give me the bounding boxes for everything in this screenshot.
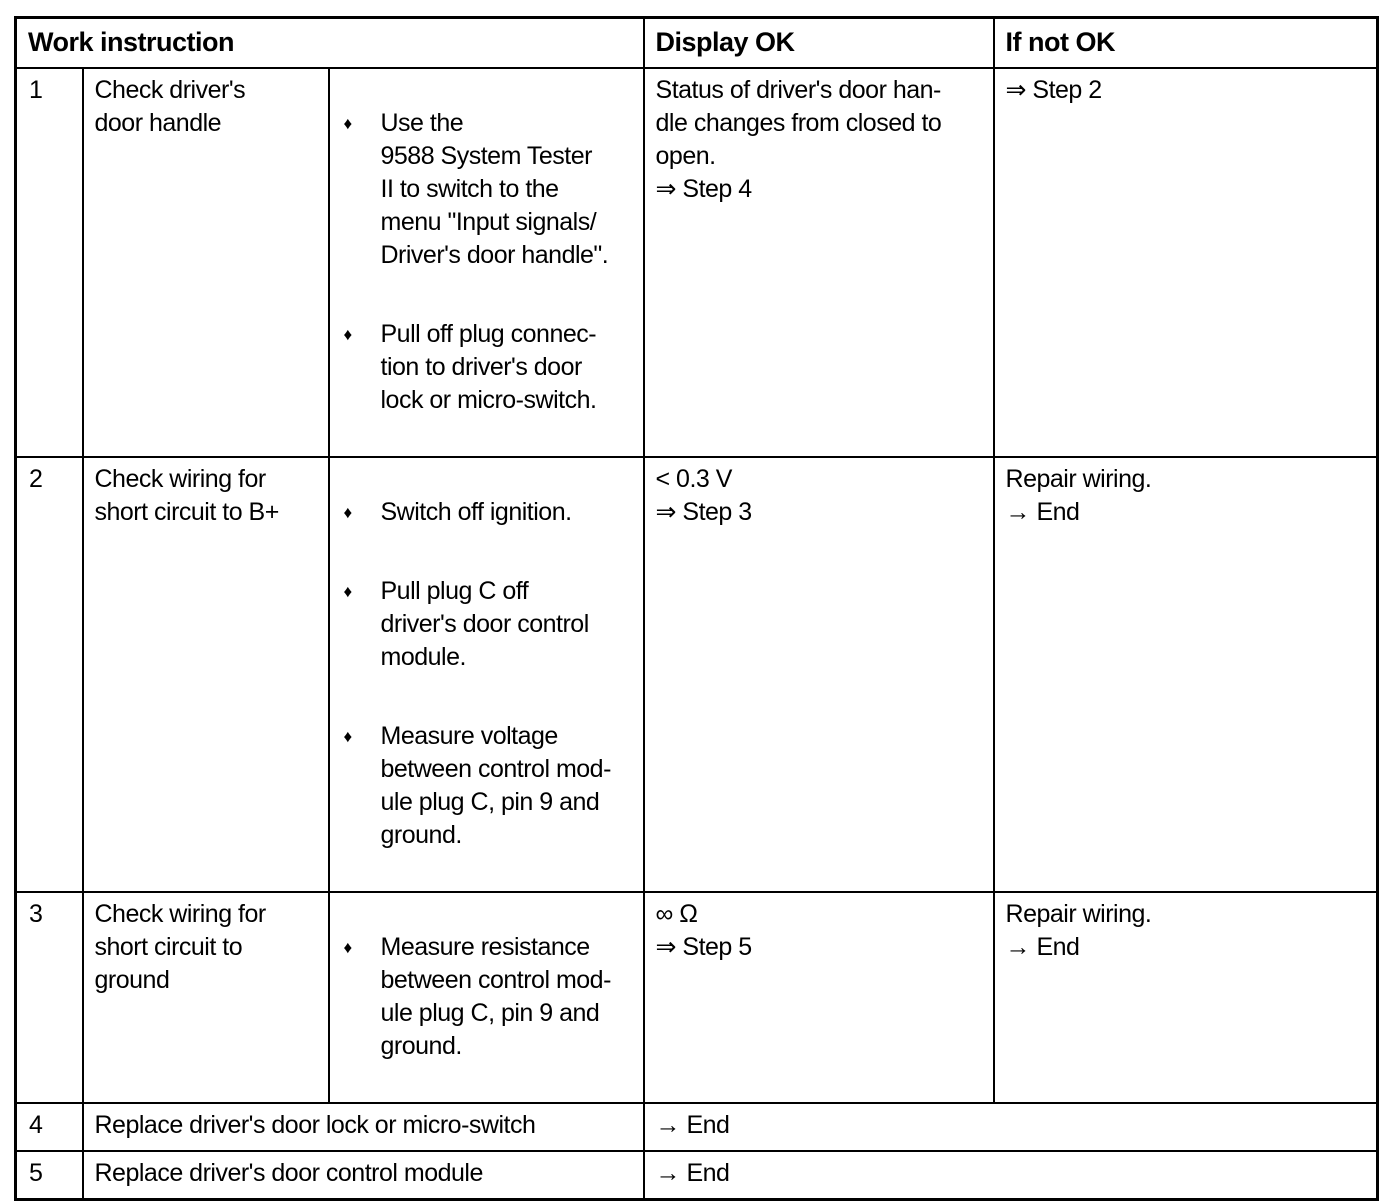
step-number-cell: 1 [14,67,84,458]
result-cell: → End [642,1102,1379,1152]
action-text: Use the 9588 System Tester II to switch … [380,109,609,269]
display-ok-cell: < 0.3 V ⇒ Step 3 [642,456,995,893]
table-row-step-1: 1 Check driver's door handle ♦ Use the 9… [14,67,1379,458]
actions-cell: ♦ Measure resistance between control mod… [327,891,645,1104]
table-row-step-2: 2 Check wiring for short circuit to B+ ♦… [14,456,1379,893]
replace-instruction-cell: Replace driver's door control module [81,1150,645,1200]
action-text: Pull off plug connec- tion to driver's d… [380,320,597,414]
step-number-cell: 2 [14,456,84,893]
action-item: ♦ Pull plug C off driver's door control … [344,575,637,674]
work-instruction-table: Work instruction Display OK If not OK 1 … [14,16,1380,1201]
action-item: ♦ Measure resistance between control mod… [344,931,637,1063]
actions-cell: ♦ Use the 9588 System Tester II to switc… [327,67,645,458]
document-page: Work instruction Display OK If not OK 1 … [14,16,1380,1201]
action-text: Switch off ignition. [380,498,573,526]
action-item: ♦ Pull off plug connec- tion to driver's… [344,318,637,417]
display-ok-cell: Status of driver's door han- dle changes… [642,67,995,458]
table-row-step-3: 3 Check wiring for short circuit to grou… [14,891,1379,1104]
table-row-step-5: 5 Replace driver's door control module →… [14,1150,1379,1200]
action-text: Measure voltage between control mod- ule… [380,722,612,849]
action-text: Pull plug C off driver's door control mo… [380,577,590,671]
header-display-ok: Display OK [642,16,995,69]
if-not-ok-cell: ⇒ Step 2 [992,67,1379,458]
diamond-bullet-icon: ♦ [343,727,353,746]
action-item: ♦ Use the 9588 System Tester II to switc… [344,107,637,272]
step-number-cell: 5 [14,1150,84,1200]
diamond-bullet-icon: ♦ [343,114,353,133]
header-row: Work instruction Display OK If not OK [14,16,1379,69]
diamond-bullet-icon: ♦ [343,325,353,344]
header-if-not-ok: If not OK [992,16,1379,69]
if-not-ok-cell: Repair wiring. → End [992,456,1379,893]
if-not-ok-cell: Repair wiring. → End [992,891,1379,1104]
diamond-bullet-icon: ♦ [343,582,353,601]
replace-instruction-cell: Replace driver's door lock or micro-swit… [81,1102,645,1152]
display-ok-cell: ∞ Ω ⇒ Step 5 [642,891,995,1104]
check-description-cell: Check wiring for short circuit to ground [81,891,330,1104]
action-text: Measure resistance between control mod- … [380,933,612,1060]
table-row-step-4: 4 Replace driver's door lock or micro-sw… [14,1102,1379,1152]
check-description-cell: Check driver's door handle [81,67,330,458]
header-work-instruction: Work instruction [14,16,645,69]
step-number-cell: 4 [14,1102,84,1152]
action-item: ♦ Switch off ignition. [344,496,637,529]
diamond-bullet-icon: ♦ [343,938,353,957]
result-cell: → End [642,1150,1379,1200]
diamond-bullet-icon: ♦ [343,503,353,522]
action-item: ♦ Measure voltage between control mod- u… [344,720,637,852]
step-number-cell: 3 [14,891,84,1104]
check-description-cell: Check wiring for short circuit to B+ [81,456,330,893]
actions-cell: ♦ Switch off ignition. ♦ Pull plug C off… [327,456,645,893]
